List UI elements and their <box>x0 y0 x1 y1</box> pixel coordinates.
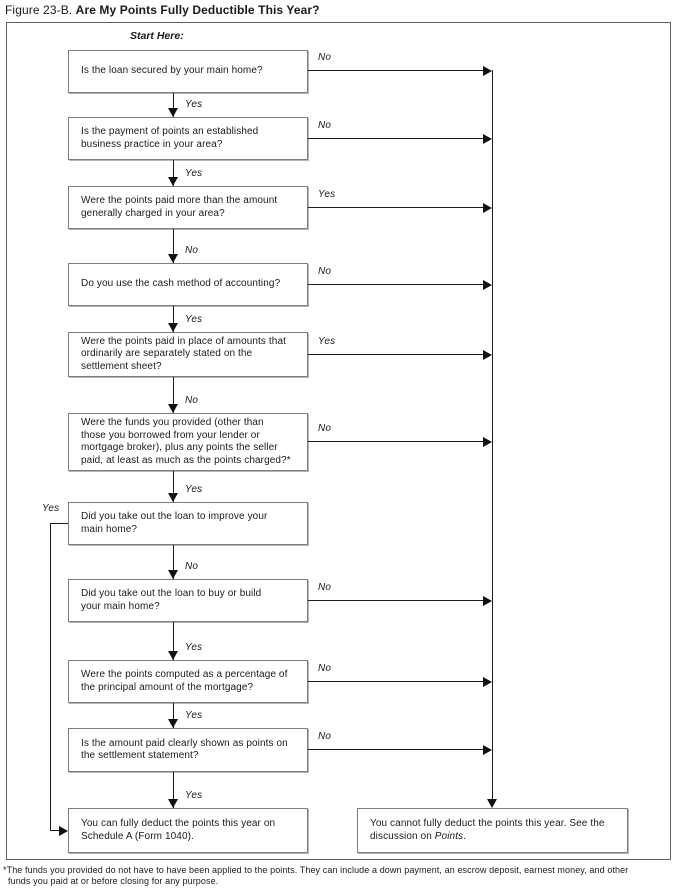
side-arrowhead-4 <box>483 280 492 290</box>
side-label-8: No <box>318 582 332 593</box>
down-arrowhead-2 <box>168 177 178 186</box>
down-label-4: Yes <box>185 314 203 325</box>
side-line-10 <box>308 749 483 750</box>
down-label-9: Yes <box>185 710 203 721</box>
down-label-8: Yes <box>185 642 203 653</box>
down-connector-8 <box>173 622 174 660</box>
down-arrowhead-6 <box>168 493 178 502</box>
question-text: Did you take out the loan to improve you… <box>81 511 268 535</box>
left-branch-line-vertical <box>50 523 51 830</box>
question-box-6: Were the funds you provided (other than … <box>68 413 308 471</box>
question-text: Did you take out the loan to buy or buil… <box>81 588 262 612</box>
outcome-text-not-deductible: You cannot fully deduct the points this … <box>358 818 613 843</box>
left-branch-line-top <box>50 523 68 524</box>
side-arrowhead-1 <box>483 66 492 76</box>
footnote: *The funds you provided do not have to h… <box>3 865 629 886</box>
question-text: Is the amount paid clearly shown as poin… <box>81 737 288 762</box>
question-box-3: Were the points paid more than the amoun… <box>68 186 308 229</box>
down-connector-7 <box>173 545 174 579</box>
side-line-5 <box>308 354 483 355</box>
question-text: Were the funds you provided (other than … <box>81 417 291 466</box>
collector-line <box>492 70 493 799</box>
figure-title-text: Are My Points Fully Deductible This Year… <box>75 3 320 17</box>
down-label-1: Yes <box>185 99 203 110</box>
down-label-3: No <box>185 245 199 256</box>
question-box-10: Is the amount paid clearly shown as poin… <box>68 728 308 772</box>
question-box-4: Do you use the cash method of accounting… <box>68 263 308 306</box>
down-connector-10 <box>173 772 174 808</box>
side-arrowhead-5 <box>483 350 492 360</box>
outcome-box-deductible: You can fully deduct the points this yea… <box>68 808 308 853</box>
down-connector-9 <box>173 703 174 728</box>
down-arrowhead-3 <box>168 254 178 263</box>
collector-arrowhead-down <box>487 799 497 808</box>
question-text: Is the loan secured by your main home? <box>81 65 263 77</box>
side-label-10: No <box>318 731 332 742</box>
question-text: Is the payment of points an established … <box>81 126 259 150</box>
down-arrowhead-8 <box>168 651 178 660</box>
down-label-7: No <box>185 561 199 572</box>
left-branch-line-bottom <box>50 830 60 831</box>
flowchart-frame <box>6 22 671 860</box>
figure-label: Figure 23-B. <box>5 3 73 17</box>
down-label-2: Yes <box>185 168 203 179</box>
question-box-9: Were the points computed as a percentage… <box>68 660 308 703</box>
down-arrowhead-7 <box>168 570 178 579</box>
figure-title: Figure 23-B. Are My Points Fully Deducti… <box>5 3 320 17</box>
down-connector-3 <box>173 229 174 263</box>
outcome-box-not-deductible: You cannot fully deduct the points this … <box>357 808 628 853</box>
down-label-10: Yes <box>185 790 203 801</box>
side-line-2 <box>308 138 483 139</box>
question-box-8: Did you take out the loan to buy or buil… <box>68 579 308 622</box>
down-arrowhead-5 <box>168 404 178 413</box>
side-label-4: No <box>318 266 332 277</box>
outcome-not-deductible-after: . <box>463 830 467 842</box>
side-arrowhead-6 <box>483 437 492 447</box>
outcome-not-deductible-italic: Points <box>434 830 464 842</box>
side-arrowhead-3 <box>483 203 492 213</box>
left-branch-arrowhead <box>59 826 68 836</box>
question-text: Were the points paid more than the amoun… <box>81 195 278 219</box>
down-connector-2 <box>173 160 174 186</box>
side-arrowhead-9 <box>483 677 492 687</box>
side-label-6: No <box>318 423 332 434</box>
side-arrowhead-8 <box>483 596 492 606</box>
question-text: Were the points computed as a percentage… <box>81 669 288 693</box>
side-arrowhead-10 <box>483 745 492 755</box>
down-connector-4 <box>173 306 174 332</box>
side-label-9: No <box>318 663 332 674</box>
side-label-3: Yes <box>318 189 336 200</box>
side-line-1 <box>308 70 483 71</box>
down-arrowhead-10 <box>168 799 178 808</box>
down-arrowhead-9 <box>168 719 178 728</box>
side-line-4 <box>308 284 483 285</box>
down-connector-5 <box>173 377 174 413</box>
down-connector-1 <box>173 93 174 117</box>
start-here-label: Start Here: <box>130 30 184 42</box>
outcome-text-deductible: You can fully deduct the points this yea… <box>81 818 276 842</box>
outcome-not-deductible-before: You cannot fully deduct the points this … <box>370 818 605 842</box>
question-text: Were the points paid in place of amounts… <box>81 335 286 372</box>
question-box-2: Is the payment of points an established … <box>68 117 308 160</box>
down-arrowhead-4 <box>168 323 178 332</box>
side-label-2: No <box>318 120 332 131</box>
side-line-3 <box>308 207 483 208</box>
down-label-6: Yes <box>185 484 203 495</box>
side-label-5: Yes <box>318 336 336 347</box>
side-line-9 <box>308 681 483 682</box>
side-line-8 <box>308 600 483 601</box>
down-connector-6 <box>173 471 174 502</box>
down-label-5: No <box>185 395 199 406</box>
question-box-7: Did you take out the loan to improve you… <box>68 502 308 545</box>
down-arrowhead-1 <box>168 108 178 117</box>
side-line-6 <box>308 441 483 442</box>
side-arrowhead-2 <box>483 134 492 144</box>
question-text: Do you use the cash method of accounting… <box>81 278 281 290</box>
question-box-5: Were the points paid in place of amounts… <box>68 332 308 377</box>
left-branch-label: Yes <box>42 503 60 514</box>
question-box-1: Is the loan secured by your main home? <box>68 50 308 93</box>
side-label-1: No <box>318 52 332 63</box>
